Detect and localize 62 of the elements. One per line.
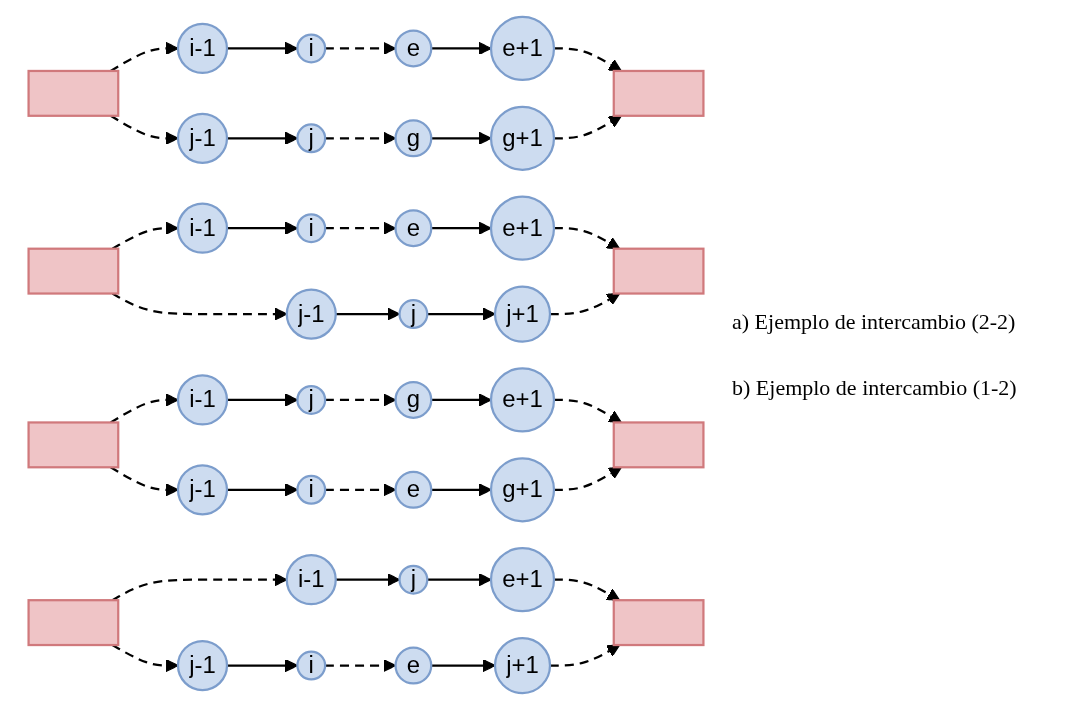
node-circle: e — [394, 470, 433, 509]
node-circle: j-1 — [176, 464, 229, 516]
node-circle: e — [394, 29, 433, 68]
node-box — [612, 421, 705, 469]
node-circle: j — [398, 564, 429, 595]
caption: b) Ejemplo de intercambio (1-2) — [732, 375, 1018, 401]
arrow — [550, 644, 621, 667]
arrow — [554, 47, 622, 72]
node-circle: i — [296, 213, 327, 244]
arrow — [431, 659, 496, 673]
node-circle: e+1 — [489, 547, 556, 613]
node-circle: j-1 — [176, 112, 229, 164]
node-circle: g+1 — [489, 105, 556, 171]
arrow — [554, 227, 621, 250]
node-box — [27, 247, 120, 295]
arrow — [431, 221, 492, 235]
node-circle: j — [398, 299, 429, 330]
arrow — [227, 221, 298, 235]
arrow — [431, 131, 492, 145]
arrow — [554, 578, 621, 601]
node-circle: g — [394, 380, 433, 419]
node-circle: e+1 — [489, 15, 556, 82]
node-circle: e+1 — [489, 195, 556, 261]
arrow — [554, 115, 622, 140]
node-circle: g — [394, 119, 433, 158]
node-box — [612, 599, 705, 647]
node-circle: i — [296, 474, 327, 505]
arrow — [227, 131, 298, 145]
arrow — [427, 307, 496, 321]
node-box — [27, 421, 120, 469]
node-box — [612, 69, 705, 117]
arrow — [550, 292, 621, 316]
node-circle: i — [296, 33, 327, 64]
node-circle: e+1 — [489, 367, 556, 433]
arrow — [431, 393, 492, 407]
node-circle: j-1 — [176, 639, 229, 692]
arrow — [227, 483, 298, 497]
arrow — [431, 483, 492, 497]
node-circle: i-1 — [285, 554, 337, 606]
arrow — [554, 466, 622, 491]
node-circle: e — [394, 646, 433, 685]
arrow — [227, 41, 298, 55]
node-circle: j+1 — [493, 636, 552, 695]
arrow — [227, 659, 298, 673]
node-circle: i — [296, 650, 327, 681]
node-circle: i-1 — [176, 202, 229, 254]
arrow — [227, 393, 298, 407]
node-circle: j-1 — [285, 288, 337, 340]
node-circle: e — [394, 209, 433, 248]
node-box — [612, 247, 705, 295]
node-circle: i-1 — [176, 22, 229, 75]
arrow — [431, 41, 492, 55]
node-circle: g+1 — [489, 457, 556, 523]
node-circle: j — [296, 123, 327, 154]
node-circle: i-1 — [176, 374, 229, 426]
arrow — [427, 573, 492, 587]
node-box — [27, 599, 120, 647]
arrow — [554, 398, 622, 424]
caption: a) Ejemplo de intercambio (2-2) — [732, 309, 1017, 335]
node-circle: j — [296, 384, 327, 415]
node-box — [27, 69, 120, 117]
node-circle: j+1 — [493, 285, 552, 343]
